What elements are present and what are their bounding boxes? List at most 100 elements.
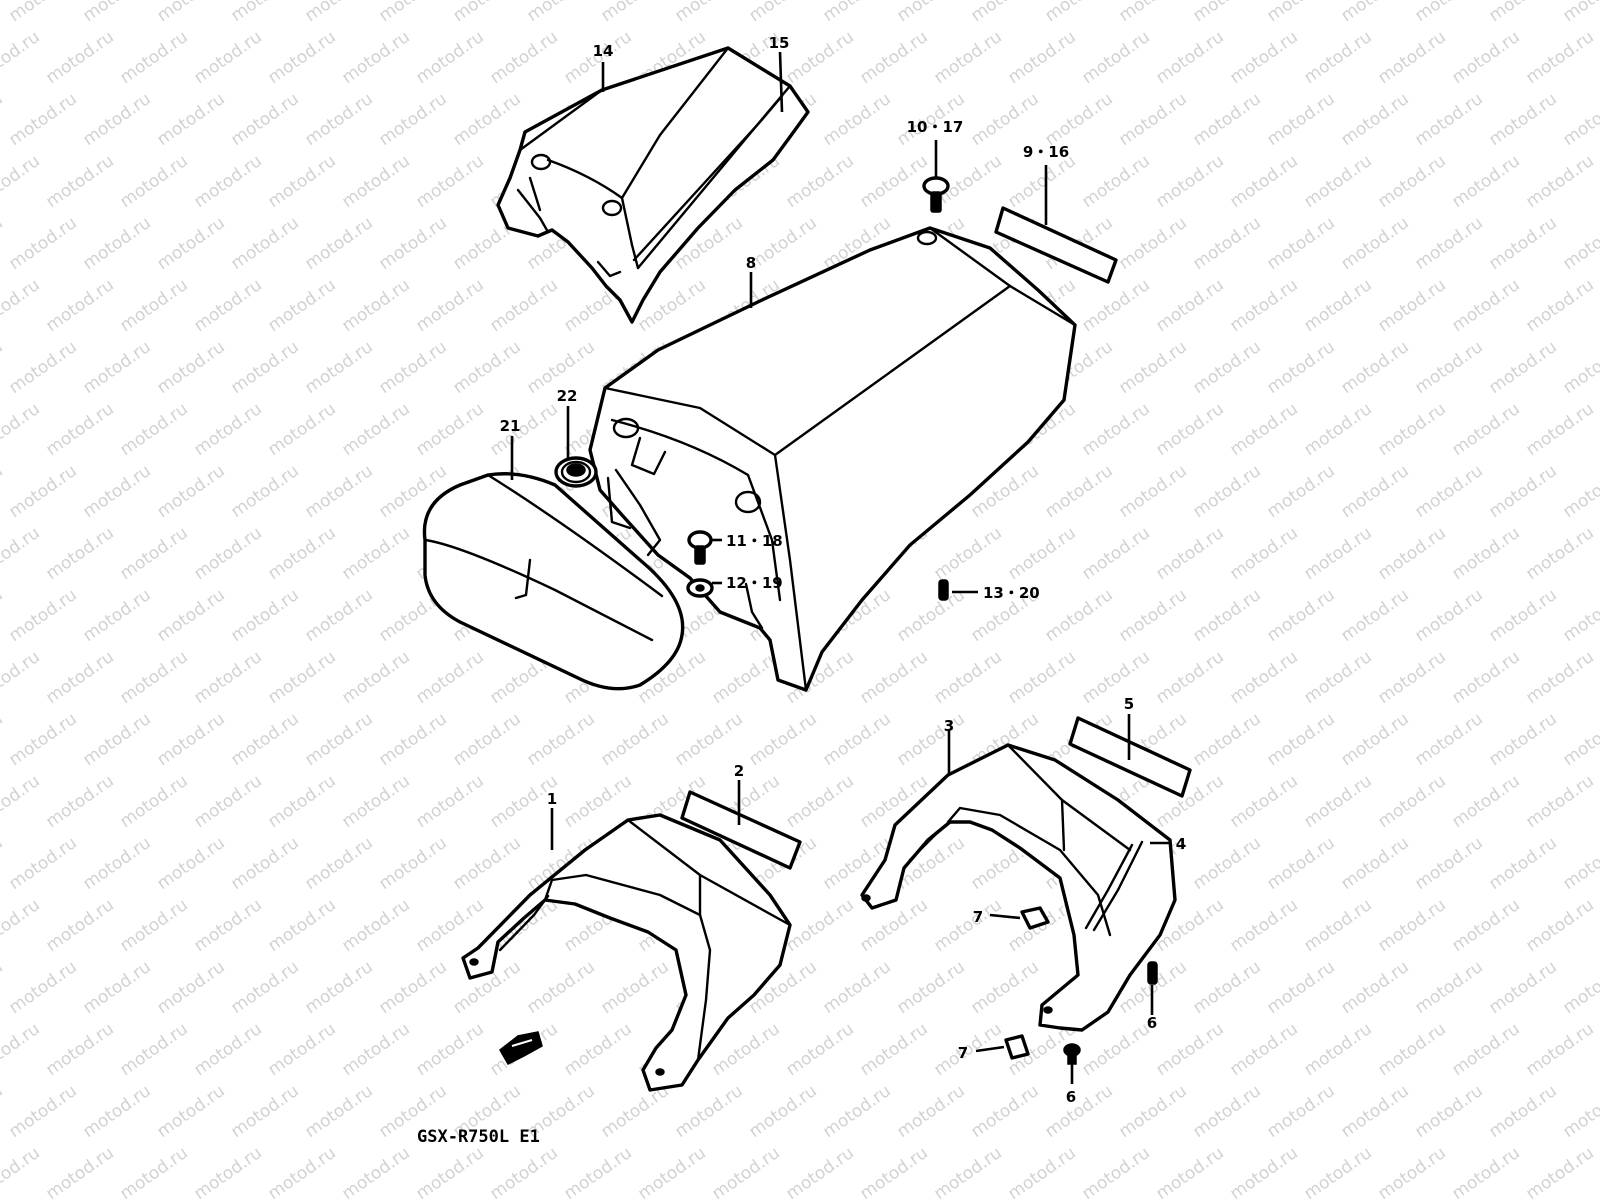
watermark-text: motod.ru — [893, 585, 968, 646]
watermark-text: motod.ru — [79, 0, 154, 26]
watermark-text: motod.ru — [116, 1019, 191, 1080]
watermark-text: motod.ru — [79, 213, 154, 274]
watermark-text: motod.ru — [1115, 337, 1190, 398]
watermark-text: motod.ru — [375, 833, 450, 894]
watermark-text: motod.ru — [1337, 89, 1412, 150]
watermark-text: motod.ru — [301, 337, 376, 398]
watermark-text: motod.ru — [42, 647, 117, 708]
watermark-text: motod.ru — [116, 399, 191, 460]
watermark-text: motod.ru — [1115, 461, 1190, 522]
watermark-text: motod.ru — [1263, 89, 1338, 150]
part-8-main-cowl — [588, 226, 1077, 692]
watermark-text: motod.ru — [116, 895, 191, 956]
watermark-text: motod.ru — [930, 1143, 1005, 1200]
watermark-text: motod.ru — [745, 709, 820, 770]
watermark-text: motod.ru — [338, 647, 413, 708]
watermark-text: motod.ru — [856, 647, 931, 708]
watermark-text: motod.ru — [190, 771, 265, 832]
watermark-text: motod.ru — [79, 833, 154, 894]
watermark-text: motod.ru — [79, 957, 154, 1018]
watermark-text: motod.ru — [42, 523, 117, 584]
watermark-text: motod.ru — [597, 957, 672, 1018]
watermark-text: motod.ru — [1041, 89, 1116, 150]
watermark-text: motod.ru — [412, 27, 487, 88]
watermark-text: motod.ru — [0, 1081, 7, 1142]
watermark-text: motod.ru — [338, 275, 413, 336]
watermark-text: motod.ru — [42, 895, 117, 956]
watermark-text: motod.ru — [856, 27, 931, 88]
watermark-text: motod.ru — [264, 895, 339, 956]
watermark-text: motod.ru — [1374, 523, 1449, 584]
watermark-text: motod.ru — [1004, 27, 1079, 88]
watermark-text: motod.ru — [190, 1143, 265, 1200]
watermark-text: motod.ru — [1152, 275, 1227, 336]
watermark-text: motod.ru — [153, 833, 228, 894]
watermark-text: motod.ru — [153, 585, 228, 646]
watermark-text: motod.ru — [523, 709, 598, 770]
watermark-text: motod.ru — [1078, 275, 1153, 336]
watermark-text: motod.ru — [0, 833, 7, 894]
watermark-text: motod.ru — [338, 1019, 413, 1080]
watermark-text: motod.ru — [1337, 957, 1412, 1018]
watermark-text: motod.ru — [1522, 1019, 1597, 1080]
front-arrow-icon — [499, 1031, 543, 1065]
watermark-text: motod.ru — [412, 771, 487, 832]
watermark-text: motod.ru — [1115, 89, 1190, 150]
watermark-text: motod.ru — [1337, 1081, 1412, 1142]
watermark-text: motod.ru — [0, 27, 44, 88]
watermark-text: motod.ru — [42, 399, 117, 460]
watermark-text: motod.ru — [0, 585, 7, 646]
watermark-text: motod.ru — [634, 1143, 709, 1200]
watermark-text: motod.ru — [1337, 337, 1412, 398]
watermark-text: motod.ru — [1411, 89, 1486, 150]
watermark-text: motod.ru — [0, 957, 7, 1018]
watermark-text: motod.ru — [1115, 0, 1190, 26]
watermark-text: motod.ru — [1189, 213, 1264, 274]
part-12-19-washer — [686, 578, 714, 598]
watermark-text: motod.ru — [449, 0, 524, 26]
watermark-text: motod.ru — [708, 1143, 783, 1200]
watermark-text: motod.ru — [560, 1019, 635, 1080]
watermark-text: motod.ru — [1337, 461, 1412, 522]
watermark-text: motod.ru — [893, 1081, 968, 1142]
watermark-text: motod.ru — [1485, 585, 1560, 646]
watermark-text: motod.ru — [1522, 771, 1597, 832]
callout-7-upper: 7 — [973, 908, 983, 926]
watermark-text: motod.ru — [1078, 27, 1153, 88]
watermark-text: motod.ru — [1485, 337, 1560, 398]
watermark-text: motod.ru — [227, 833, 302, 894]
watermark-text: motod.ru — [1337, 833, 1412, 894]
watermark-text: motod.ru — [116, 771, 191, 832]
watermark-text: motod.ru — [153, 337, 228, 398]
watermark-text: motod.ru — [930, 647, 1005, 708]
watermark-text: motod.ru — [1004, 523, 1079, 584]
watermark-text: motod.ru — [190, 275, 265, 336]
watermark-text: motod.ru — [1448, 523, 1523, 584]
watermark-text: motod.ru — [116, 647, 191, 708]
watermark-text: motod.ru — [819, 89, 894, 150]
watermark-text: motod.ru — [227, 337, 302, 398]
watermark-text: motod.ru — [449, 833, 524, 894]
watermark-text: motod.ru — [1226, 647, 1301, 708]
callout-14: 14 — [593, 42, 614, 60]
watermark-text: motod.ru — [5, 461, 80, 522]
watermark-text: motod.ru — [819, 957, 894, 1018]
watermark-text: motod.ru — [301, 213, 376, 274]
watermark-text: motod.ru — [5, 709, 80, 770]
callout-4: 4 — [1176, 835, 1186, 853]
part-6-screw-lower — [1063, 1043, 1081, 1065]
watermark-text: motod.ru — [301, 709, 376, 770]
watermark-text: motod.ru — [0, 399, 44, 460]
watermark-text: motod.ru — [819, 1081, 894, 1142]
watermark-text: motod.ru — [1337, 213, 1412, 274]
watermark-text: motod.ru — [1263, 461, 1338, 522]
watermark-text: motod.ru — [79, 337, 154, 398]
part-22-grommet — [554, 456, 598, 488]
watermark-text: motod.ru — [1485, 461, 1560, 522]
watermark-text: motod.ru — [782, 1019, 857, 1080]
watermark-text: motod.ru — [301, 833, 376, 894]
watermark-text: motod.ru — [1596, 771, 1600, 832]
watermark-text: motod.ru — [153, 709, 228, 770]
watermark-text: motod.ru — [1448, 1143, 1523, 1200]
